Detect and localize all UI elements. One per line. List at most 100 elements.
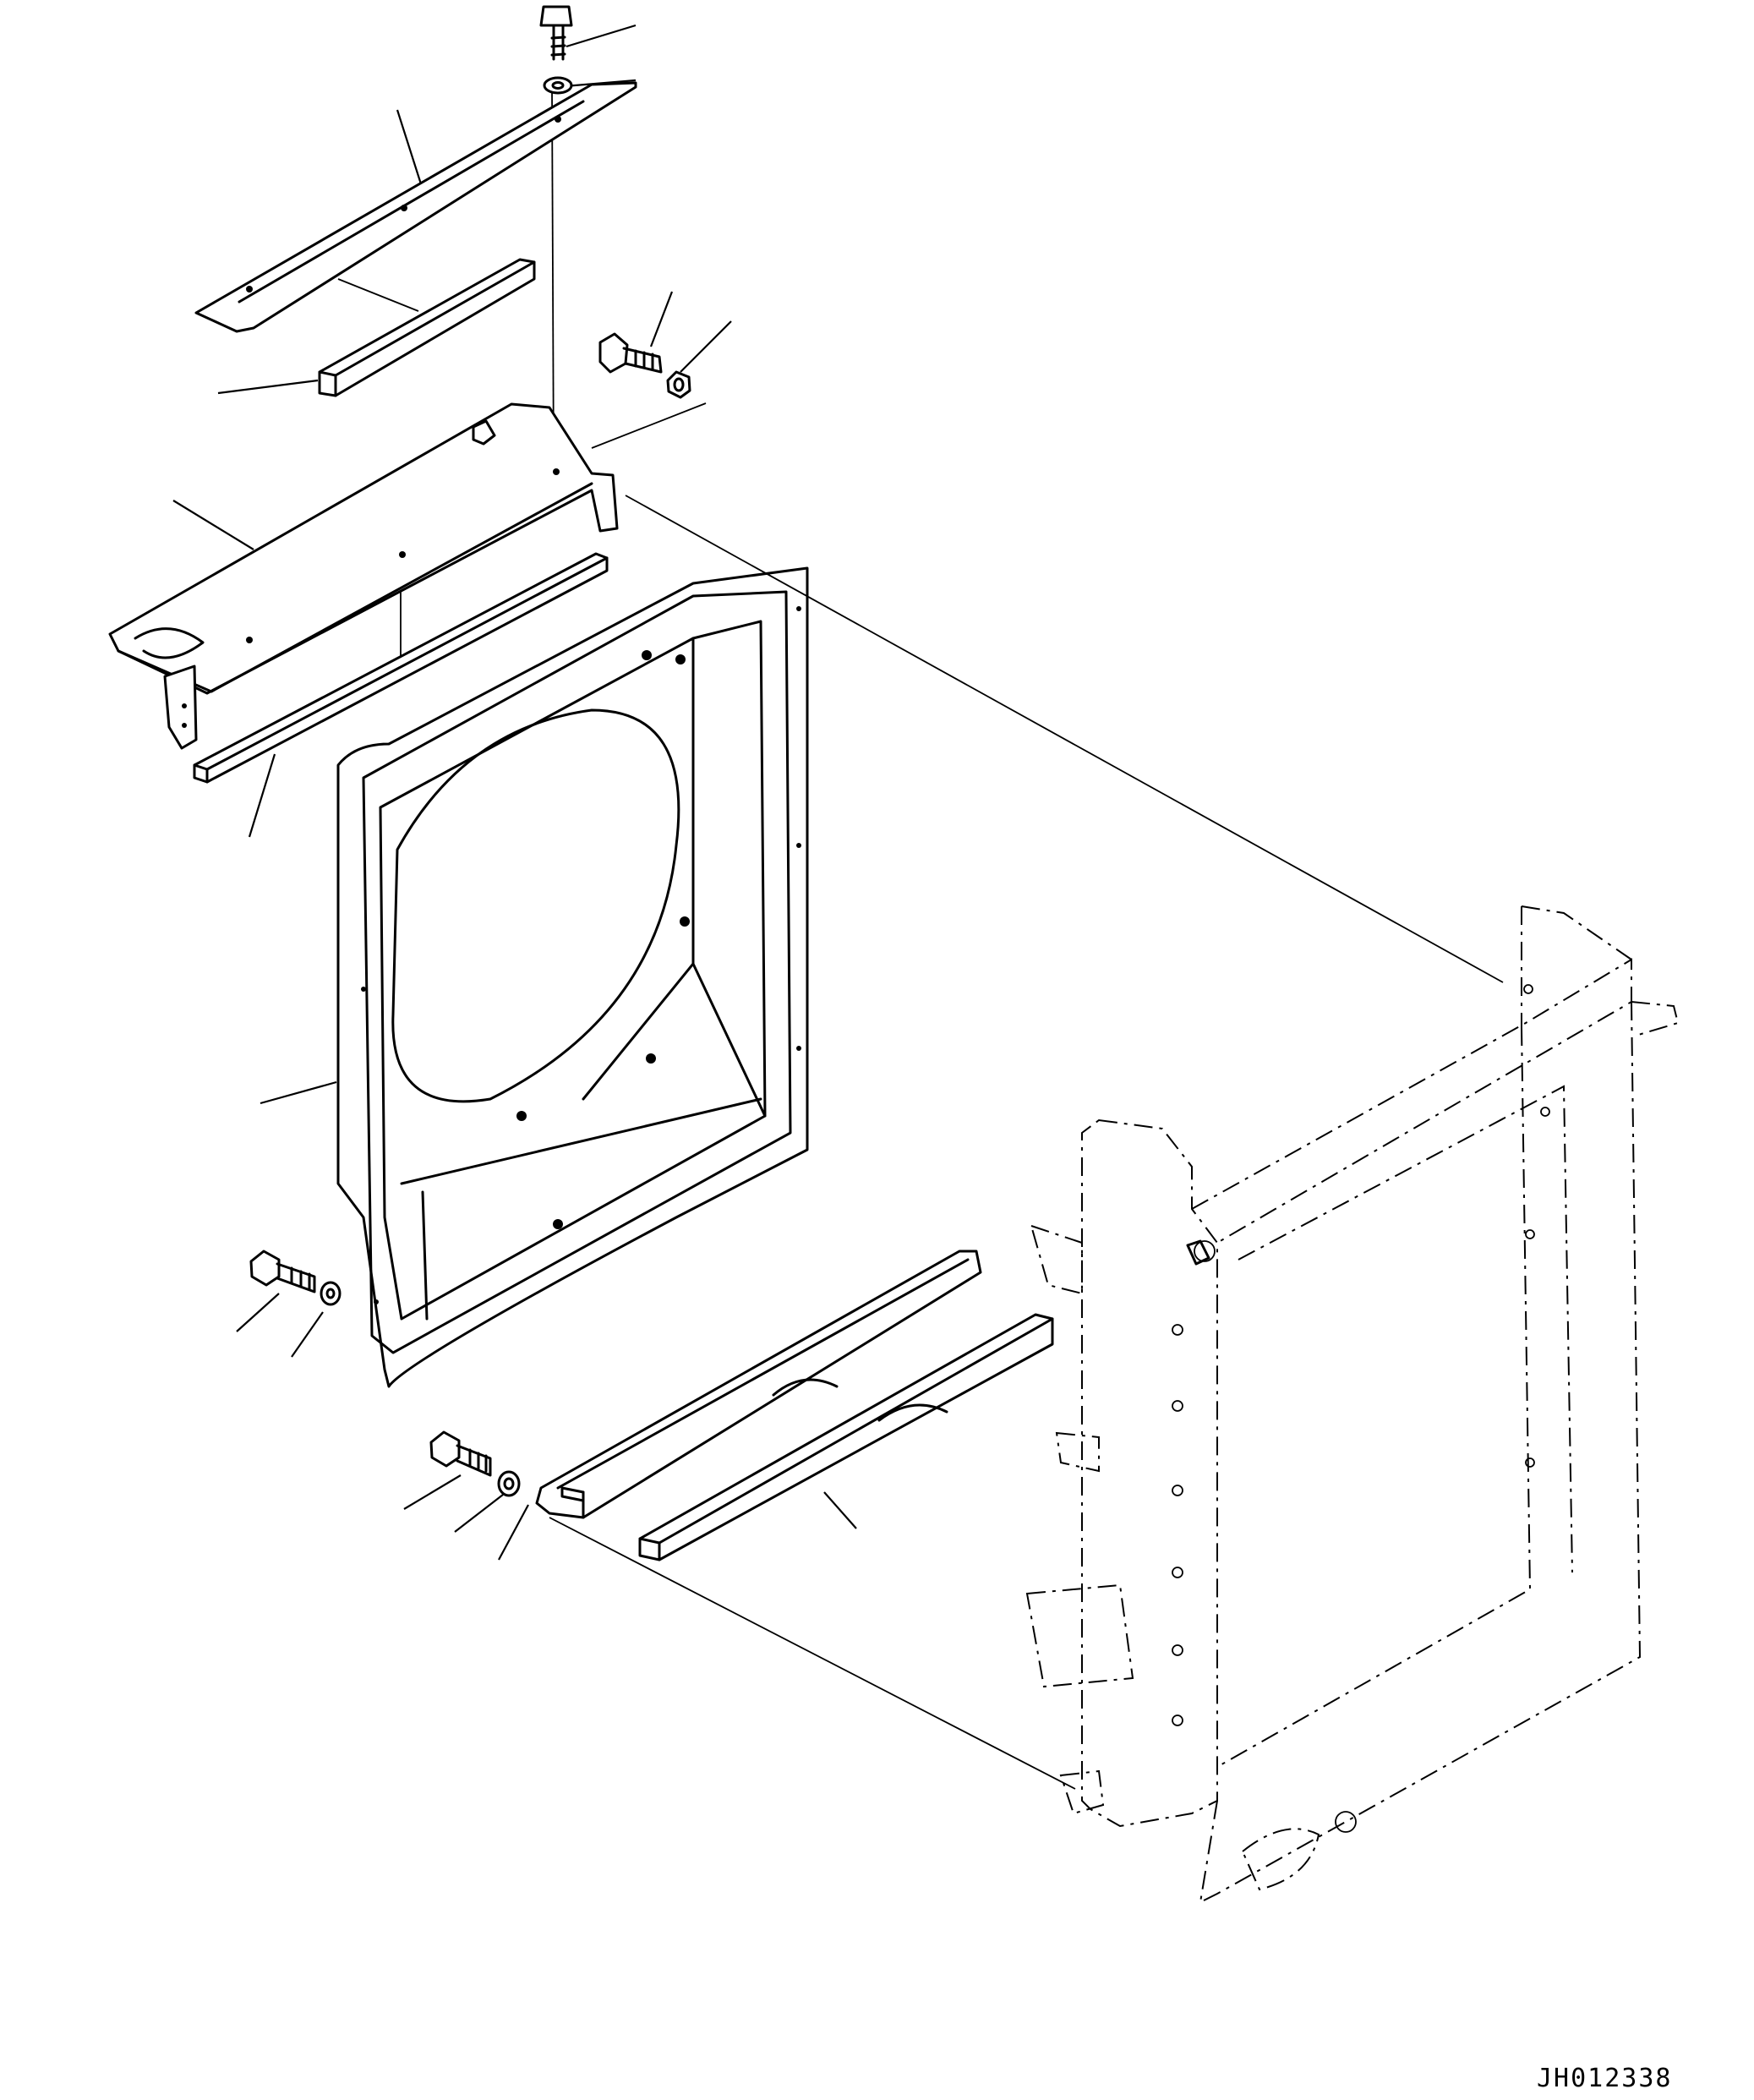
lower-seal-block-edges <box>638 1317 1054 1561</box>
radiator-frame-left-post <box>1081 1118 1218 1828</box>
align-line-lower <box>549 1517 1076 1790</box>
frame-fastener-2 <box>1172 1400 1183 1412</box>
radiator-frame-inner-right <box>1216 1026 1532 1768</box>
frame-fastener-8 <box>1540 1107 1550 1117</box>
upper-shroud-cover <box>108 402 619 750</box>
fan-shroud-rib-1 <box>582 637 767 1118</box>
radiator-frame-right-post-top <box>1521 905 1632 1027</box>
bolt-left-shank <box>276 1262 316 1293</box>
shroud-edge-hole-3 <box>796 1046 801 1051</box>
leader-nut-mid <box>680 320 732 373</box>
fan-shroud-rib-2 <box>400 1097 762 1321</box>
nut-mid <box>666 370 691 399</box>
top-cover-plate-body <box>194 81 637 333</box>
washer-left-hole <box>325 1288 336 1299</box>
top-cover-hole-2 <box>401 205 407 211</box>
bolt-left-head <box>249 1250 281 1287</box>
washer-left-ring <box>320 1281 342 1306</box>
lower-seal-block-notch <box>877 1403 948 1422</box>
leader-washer-left <box>291 1311 324 1358</box>
fan-shroud-inner-rim <box>362 590 792 1354</box>
callout-leaders <box>172 24 857 1561</box>
leader-bolt-left <box>236 1293 280 1332</box>
shroud-edge-hole-5 <box>374 1299 379 1304</box>
drawing-code-label: JH012338 <box>1537 2064 1673 2093</box>
bolt-left-thread <box>290 1266 311 1291</box>
align-line-top-bolt <box>551 88 555 474</box>
leader-lower-bracket <box>498 1504 529 1561</box>
leader-fan-shroud <box>260 1080 337 1105</box>
fan-shroud-opening <box>391 708 680 1103</box>
align-line-upper <box>625 495 1504 983</box>
radiator-frame-lower-mount <box>1059 1769 1105 1815</box>
frame-fastener-4 <box>1172 1567 1183 1578</box>
bolt-top <box>539 5 573 61</box>
washer-top-hole <box>551 81 565 90</box>
bolt-left <box>249 1250 316 1293</box>
radiator-frame-right-side <box>1199 1001 1642 1904</box>
radiator-frame-pivot <box>1186 1239 1210 1266</box>
leader-upper-seal <box>248 753 276 838</box>
bolt-bottom-thread <box>468 1448 488 1473</box>
top-seal-block-edges <box>318 260 536 397</box>
leader-washer-bottom <box>454 1494 504 1533</box>
lower-bracket-notch <box>772 1378 839 1397</box>
lower-bracket-stripe <box>560 1486 585 1502</box>
upper-cover-hole-1 <box>553 468 560 475</box>
radiator-frame-pivot-ring <box>1194 1240 1216 1262</box>
lower-bracket <box>535 1250 982 1519</box>
leader-top-cover <box>396 109 424 190</box>
shroud-edge-hole-4 <box>361 987 366 992</box>
align-line-seal-block <box>337 278 419 312</box>
leader-upper-cover <box>172 500 254 550</box>
upper-shroud-cover-tab <box>472 419 496 446</box>
nut-mid-hole <box>673 377 685 392</box>
top-cover-hole-3 <box>555 116 561 123</box>
washer-bottom-hole <box>503 1477 515 1490</box>
leader-bolt-bottom <box>403 1474 462 1510</box>
bolt-mid-thread <box>634 349 654 371</box>
leader-top-seal <box>217 379 319 395</box>
upper-seal-strip <box>193 552 609 784</box>
radiator-frame-top-beam <box>1191 958 1632 1244</box>
upper-shroud-cover-body <box>108 402 619 695</box>
frame-fastener-3 <box>1172 1485 1183 1496</box>
washer-top-ring <box>543 76 573 95</box>
assembly-lines <box>337 88 1504 1790</box>
top-cover-hole-1 <box>246 286 253 293</box>
shroud-bolt-hole-6 <box>553 1219 563 1229</box>
frame-fastener-10 <box>1525 1457 1535 1468</box>
radiator-frame <box>1025 905 1680 1904</box>
radiator-frame-lower-opening <box>1241 1828 1320 1891</box>
top-seal-block <box>318 258 536 397</box>
shroud-edge-hole-1 <box>796 606 801 611</box>
fan-shroud-inner-wall <box>379 620 767 1321</box>
lower-seal-block <box>638 1313 1054 1561</box>
fan-shroud-outer <box>336 566 809 1388</box>
shroud-edge-hole-2 <box>796 843 801 848</box>
upper-cover-hole-3 <box>246 637 253 643</box>
bolt-top-thread <box>550 36 566 57</box>
radiator-frame-right-flange <box>1631 1001 1680 1036</box>
bolt-mid <box>598 332 663 374</box>
upper-cover-hole-2 <box>399 551 406 558</box>
radiator-frame-upper-mount <box>1030 1224 1083 1295</box>
frame-fastener-6 <box>1172 1714 1183 1726</box>
shroud-bolt-hole-2 <box>675 654 686 664</box>
washer-bottom-ring <box>497 1470 521 1497</box>
bolt-bottom <box>429 1430 492 1477</box>
radiator-frame-side-plate <box>1025 1583 1134 1688</box>
frame-fastener-5 <box>1172 1644 1183 1656</box>
bolt-bottom-shank <box>456 1444 492 1477</box>
bolt-top-head <box>539 5 573 27</box>
shroud-bolt-hole-4 <box>646 1053 656 1064</box>
bolt-bottom-head <box>429 1430 461 1468</box>
radiator-frame-inner-top <box>1238 1085 1573 1573</box>
frame-fastener-9 <box>1525 1229 1535 1239</box>
lower-bracket-body <box>535 1250 982 1519</box>
shroud-bolt-hole-3 <box>680 916 690 927</box>
leader-lower-seal <box>823 1491 857 1529</box>
radiator-frame-lower-boss <box>1335 1811 1357 1833</box>
shroud-bolt-hole-5 <box>516 1111 527 1121</box>
